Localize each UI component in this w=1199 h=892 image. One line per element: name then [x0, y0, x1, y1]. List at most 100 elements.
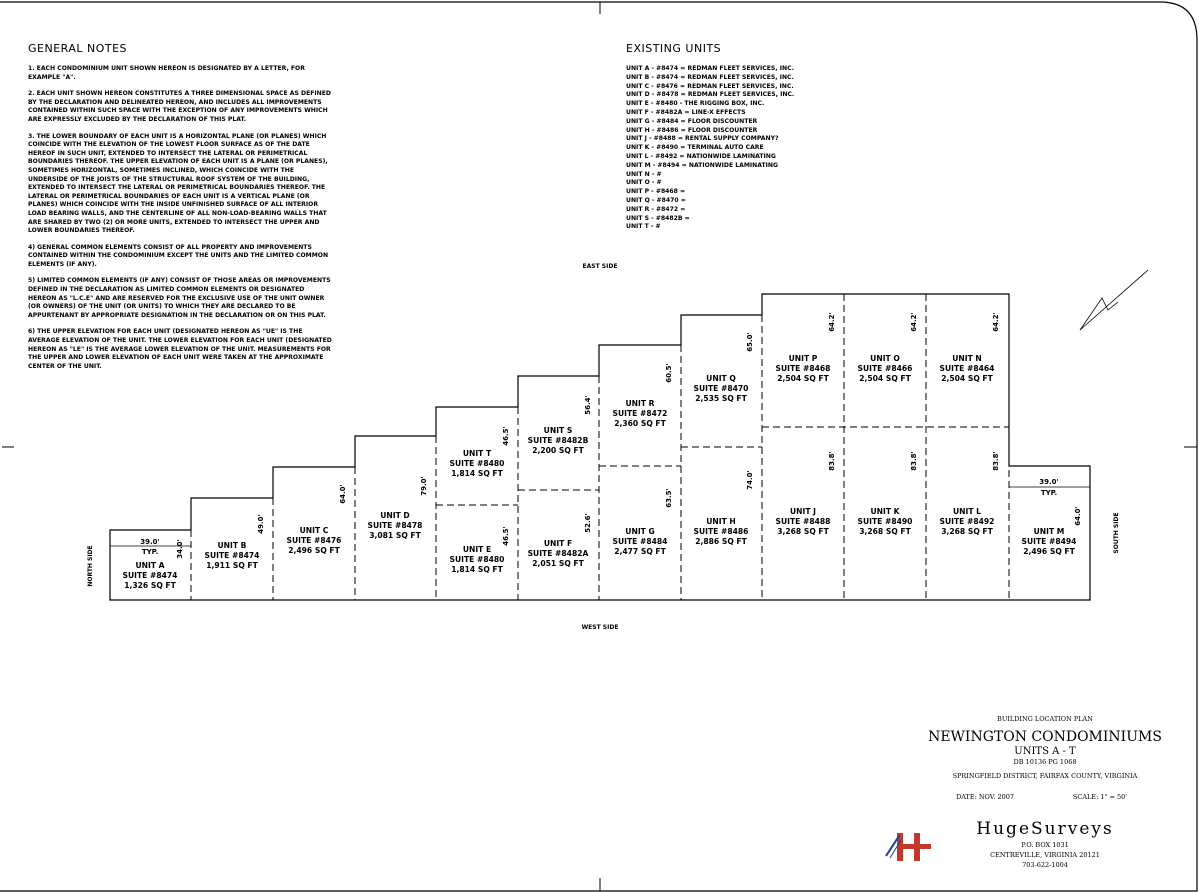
unit-m-suite: SUITE #8494	[1022, 537, 1077, 546]
list-item: UNIT N - #	[626, 170, 662, 178]
unit-e-suite: SUITE #8480	[450, 555, 505, 564]
unit-h-name: UNIT H	[706, 517, 736, 526]
dim-m-width: 39.0'	[1039, 478, 1058, 486]
unit-o-area: 2,504 SQ FT	[859, 374, 911, 383]
existing-units-heading: EXISTING UNITS	[626, 42, 722, 55]
list-item: UNIT L - #8492 = NATIONWIDE LAMINATING	[626, 152, 776, 160]
unit-n: UNIT N SUITE #8464 2,504 SQ FT	[940, 354, 995, 383]
dim-m-depth: 64.0'	[1074, 506, 1082, 525]
list-item: UNIT M - #8494 = NATIONWIDE LAMINATING	[626, 161, 779, 169]
unit-d-suite: SUITE #8478	[368, 521, 423, 530]
unit-o-name: UNIT O	[870, 354, 900, 363]
plat-date: DATE: NOV. 2007	[956, 793, 1014, 801]
list-item: UNIT A - #8474 = REDMAN FLEET SERVICES, …	[626, 65, 794, 72]
dim-j: 83.8'	[828, 451, 836, 470]
unit-p-name: UNIT P	[789, 354, 818, 363]
dim-a-typ: TYP.	[142, 548, 158, 556]
dim-o: 64.2'	[910, 312, 918, 331]
unit-a-suite: SUITE #8474	[123, 571, 178, 580]
unit-g: UNIT G SUITE #8484 2,477 SQ FT	[613, 527, 668, 556]
unit-a-area: 1,326 SQ FT	[124, 581, 176, 590]
list-item: UNIT B - #8474 = REDMAN FLEET SERVICES, …	[626, 73, 794, 81]
unit-j: UNIT J SUITE #8488 3,268 SQ FT	[776, 507, 831, 536]
unit-p: UNIT P SUITE #8468 2,504 SQ FT	[776, 354, 831, 383]
unit-b-name: UNIT B	[218, 541, 247, 550]
unit-s-area: 2,200 SQ FT	[532, 446, 584, 455]
list-item: UNIT C - #8476 = REDMAN FLEET SERVICES, …	[626, 82, 794, 90]
unit-f: UNIT F SUITE #8482A 2,051 SQ FT	[528, 539, 589, 568]
unit-k-name: UNIT K	[870, 507, 900, 516]
unit-h: UNIT H SUITE #8486 2,886 SQ FT	[694, 517, 749, 546]
unit-p-suite: SUITE #8468	[776, 364, 831, 373]
dim-g: 63.5'	[665, 488, 673, 507]
unit-t: UNIT T SUITE #8480 1,814 SQ FT	[450, 449, 505, 478]
list-item: UNIT D - #8478 = REDMAN FLEET SERVICES, …	[626, 91, 795, 99]
unit-l-suite: SUITE #8492	[940, 517, 995, 526]
note-6: 6) THE UPPER ELEVATION FOR EACH UNIT (DE…	[28, 328, 332, 370]
unit-j-suite: SUITE #8488	[776, 517, 831, 526]
dimension-lines	[110, 486, 1090, 547]
dim-b: 49.0'	[257, 514, 265, 533]
list-item: UNIT T - #	[626, 223, 661, 231]
unit-f-suite: SUITE #8482A	[528, 549, 589, 558]
list-item: UNIT F - #8482A = LINE-X EFFECTS	[626, 108, 746, 116]
dim-l: 83.8'	[992, 451, 1000, 470]
unit-b-area: 1,911 SQ FT	[206, 561, 258, 570]
unit-l: UNIT L SUITE #8492 3,268 SQ FT	[940, 507, 995, 536]
unit-p-area: 2,504 SQ FT	[777, 374, 829, 383]
note-3: 3. THE LOWER BOUNDARY OF EACH UNIT IS A …	[28, 132, 328, 235]
unit-h-area: 2,886 SQ FT	[695, 537, 747, 546]
company-box: P.O. BOX 1031	[1021, 841, 1069, 849]
list-item: UNIT G - #8484 = FLOOR DISCOUNTER	[626, 117, 758, 125]
unit-t-name: UNIT T	[463, 449, 492, 458]
unit-o: UNIT O SUITE #8466 2,504 SQ FT	[858, 354, 913, 383]
dimension-labels: 39.0' TYP. 34.0' 49.0' 64.0' 79.0' 46.5'…	[140, 312, 1082, 558]
unit-t-suite: SUITE #8480	[450, 459, 505, 468]
unit-dividers	[190, 294, 1010, 600]
unit-c-suite: SUITE #8476	[287, 536, 342, 545]
unit-s-suite: SUITE #8482B	[528, 436, 589, 445]
unit-k: UNIT K SUITE #8490 3,268 SQ FT	[858, 507, 913, 536]
unit-c: UNIT C SUITE #8476 2,496 SQ FT	[287, 526, 342, 555]
unit-k-suite: SUITE #8490	[858, 517, 913, 526]
list-item: UNIT S - #8482B =	[626, 214, 690, 222]
unit-f-area: 2,051 SQ FT	[532, 559, 584, 568]
dim-a-depth: 34.0'	[176, 539, 184, 558]
company-phone: 703-622-1004	[1022, 861, 1068, 869]
list-item: UNIT E - #8480 - THE RIGGING BOX, INC.	[626, 100, 765, 108]
unit-labels: UNIT A SUITE #8474 1,326 SQ FT UNIT B SU…	[123, 354, 1077, 590]
dim-d: 79.0'	[420, 476, 428, 495]
east-side-label: EAST SIDE	[583, 263, 618, 270]
title-block: BUILDING LOCATION PLAN NEWINGTON CONDOMI…	[928, 715, 1162, 869]
north-side-label: NORTH SIDE	[87, 545, 94, 586]
existing-units-list: UNIT A - #8474 = REDMAN FLEET SERVICES, …	[626, 65, 886, 232]
dim-t: 46.5'	[502, 426, 510, 445]
unit-q-area: 2,535 SQ FT	[695, 394, 747, 403]
west-side-label: WEST SIDE	[582, 624, 619, 631]
unit-a: UNIT A SUITE #8474 1,326 SQ FT	[123, 561, 178, 590]
unit-s-name: UNIT S	[544, 426, 573, 435]
list-item: UNIT O - #	[626, 179, 662, 187]
unit-q-name: UNIT Q	[706, 374, 736, 383]
project-name: NEWINGTON CONDOMINIUMS	[928, 729, 1162, 745]
note-4: 4) GENERAL COMMON ELEMENTS CONSIST OF AL…	[28, 243, 329, 268]
unit-c-name: UNIT C	[300, 526, 329, 535]
unit-n-area: 2,504 SQ FT	[941, 374, 993, 383]
note-5: 5) LIMITED COMMON ELEMENTS (IF ANY) CONS…	[28, 277, 331, 319]
unit-e-area: 1,814 SQ FT	[451, 565, 503, 574]
note-2: 2. EACH UNIT SHOWN HEREON CONSTITUTES A …	[28, 90, 331, 123]
hugesurveys-logo-icon	[885, 833, 931, 861]
unit-d-name: UNIT D	[380, 511, 409, 520]
unit-n-name: UNIT N	[952, 354, 982, 363]
unit-e-name: UNIT E	[463, 545, 491, 554]
dim-e: 46.5'	[502, 526, 510, 545]
list-item: UNIT P - #8468 =	[626, 188, 686, 196]
unit-o-suite: SUITE #8466	[858, 364, 913, 373]
unit-d: UNIT D SUITE #8478 3,081 SQ FT	[368, 511, 423, 540]
unit-g-area: 2,477 SQ FT	[614, 547, 666, 556]
unit-c-area: 2,496 SQ FT	[288, 546, 340, 555]
company-city: CENTREVILLE, VIRGINIA 20121	[990, 851, 1100, 859]
north-arrow-icon	[1079, 269, 1149, 331]
unit-r-name: UNIT R	[625, 399, 654, 408]
